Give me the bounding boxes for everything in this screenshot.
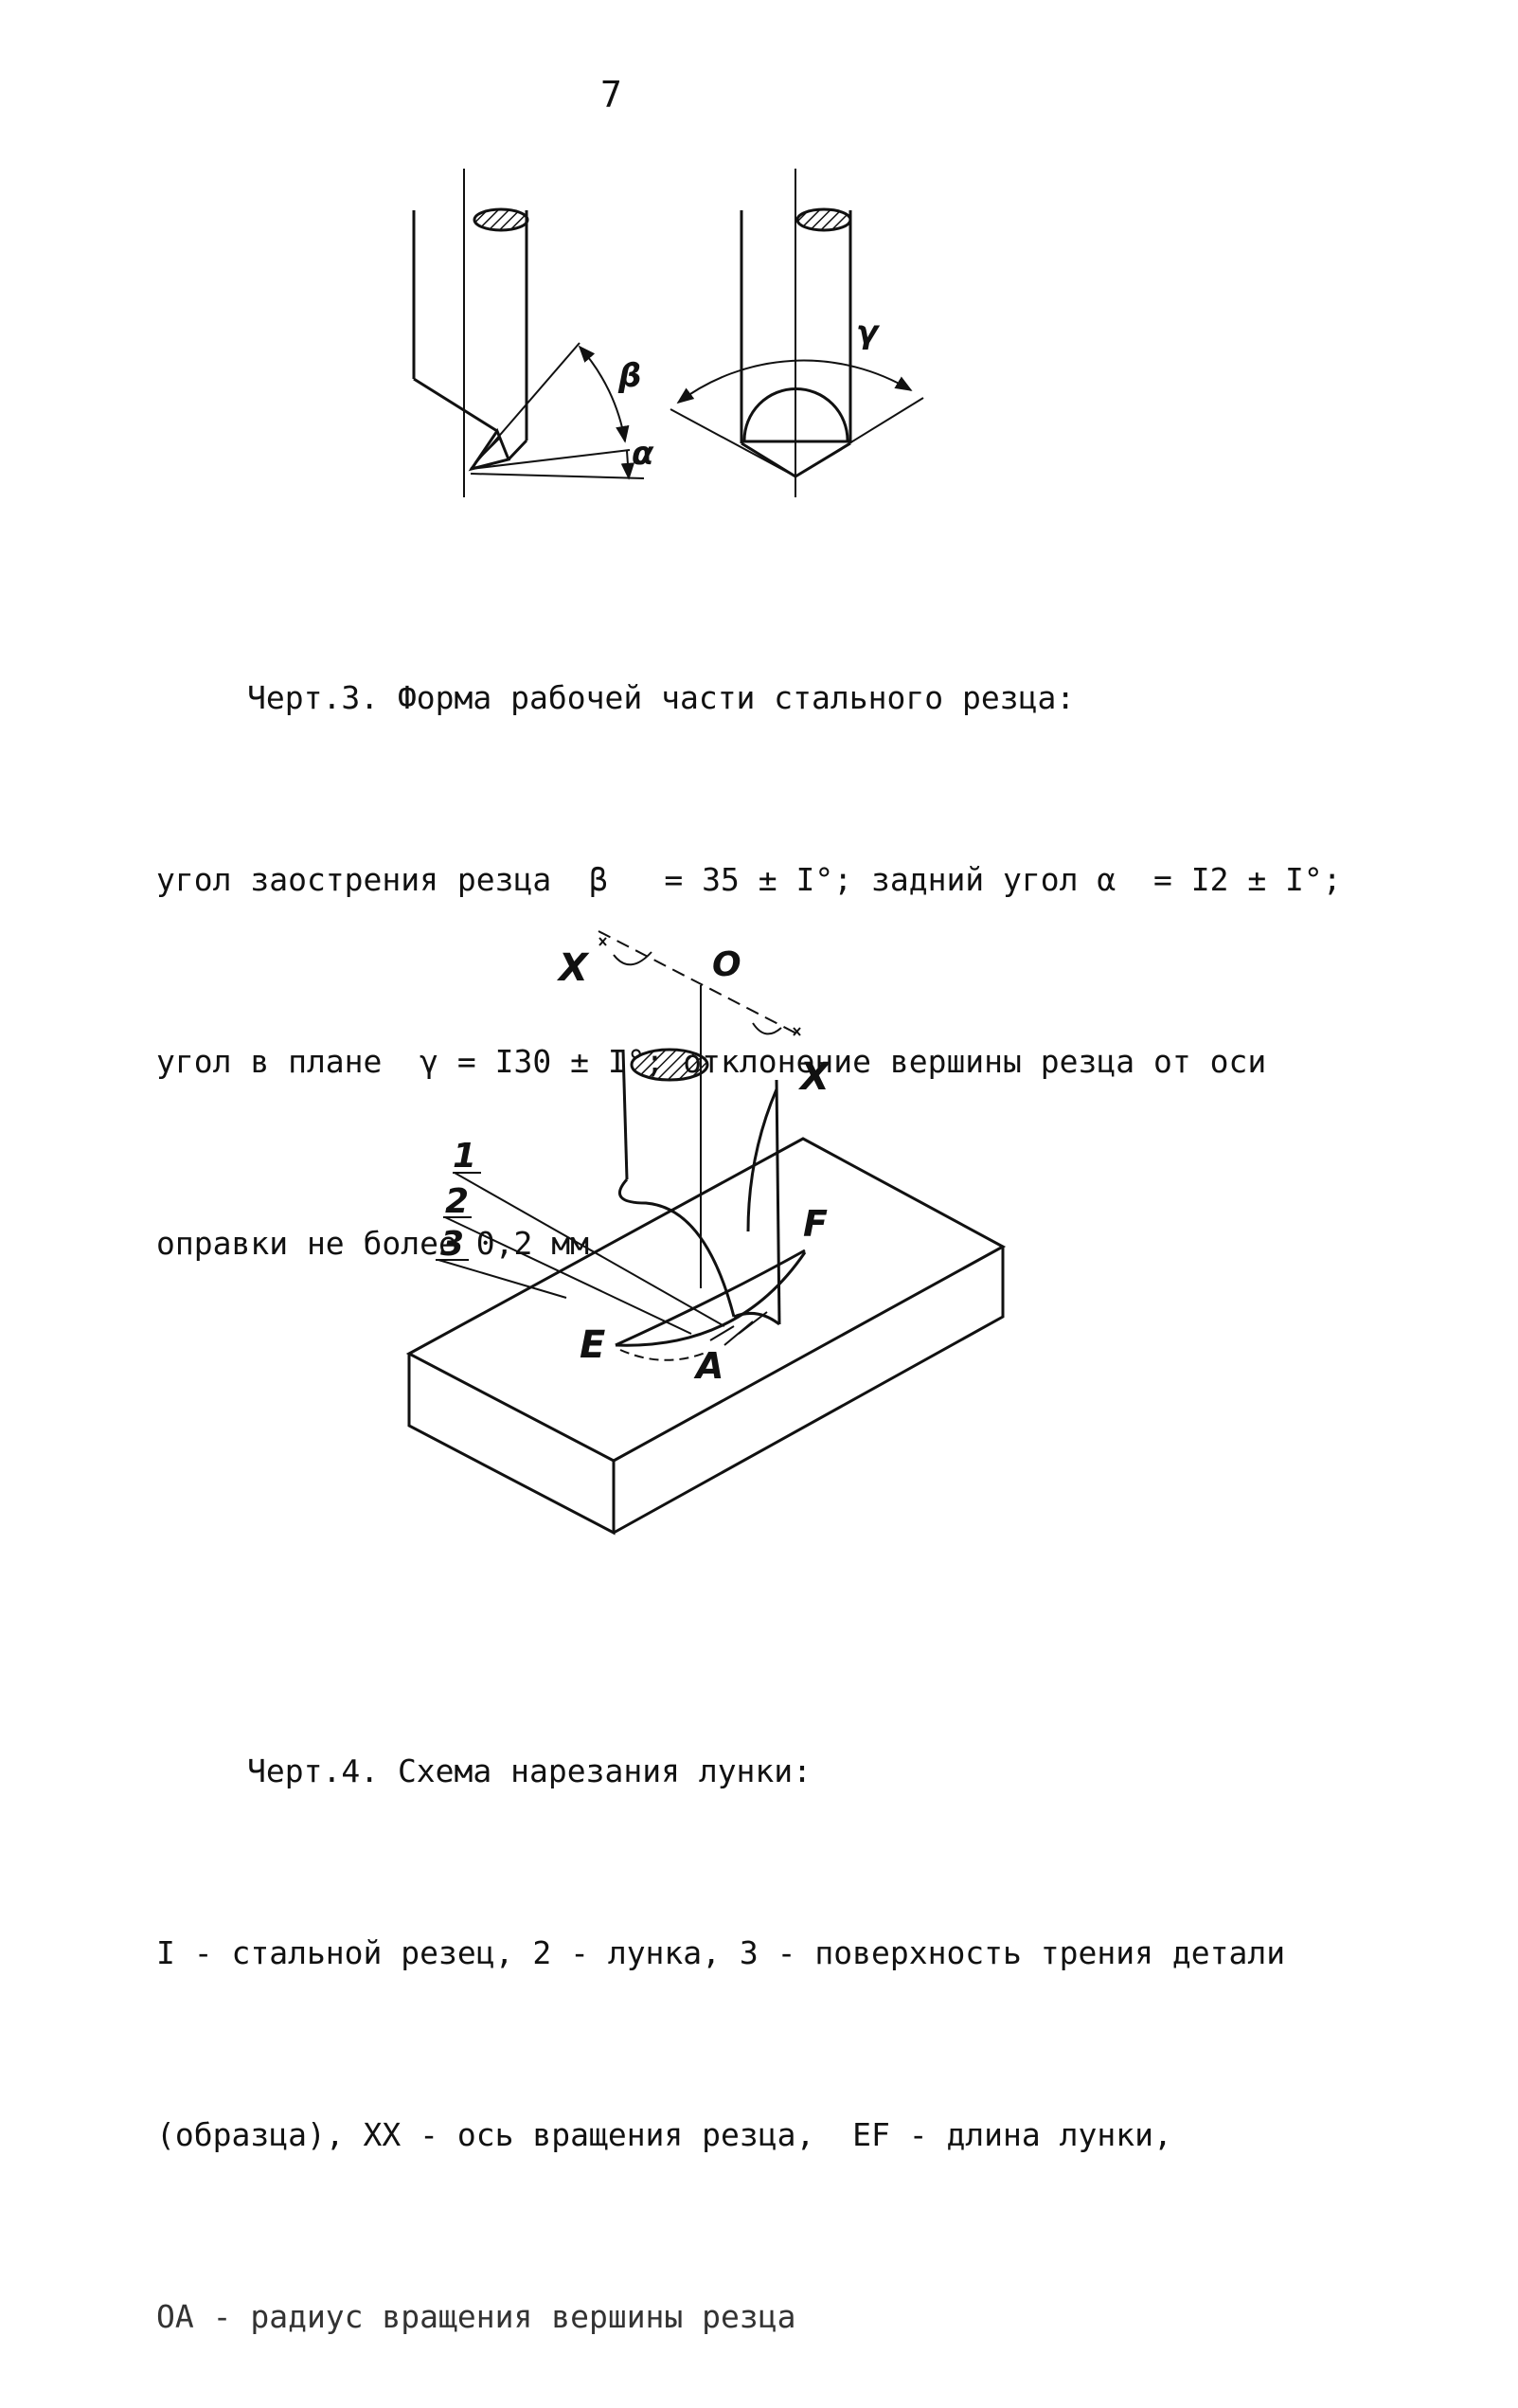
figure-4-caption-line-1: I - стальной резец, 2 - лунка, 3 - повер… xyxy=(156,1934,1286,1971)
cutter-front-view xyxy=(670,169,924,497)
point-label-f: F xyxy=(803,1203,828,1245)
figure-3-caption: Черт.3. Форма рабочей части стального ре… xyxy=(156,547,1342,1335)
alpha-label: α xyxy=(632,435,654,473)
figure-4-caption: Черт.4. Схема нарезания лунки: I - сталь… xyxy=(156,1620,1285,2408)
figure-3-caption-line-2: угол в плане γ = I30 ± I°; отклонение ве… xyxy=(156,1043,1267,1080)
cutter-side-view xyxy=(412,169,645,497)
leader-label-2: 2 xyxy=(445,1182,469,1221)
leader-label-3: 3 xyxy=(440,1225,464,1264)
figures-canvas: β α γ xyxy=(405,169,1007,1536)
figure-3-caption-line-3: оправки не более 0,2 мм xyxy=(156,1225,589,1262)
crater xyxy=(615,1249,807,1361)
figure-3-caption-line-1: угол заострения резца β = 35 ± I°; задни… xyxy=(156,861,1342,898)
page-number: 7 xyxy=(600,74,622,116)
point-label-a: A xyxy=(693,1345,723,1387)
figure-4-caption-line-3: OA - радиус вращения вершины резца xyxy=(156,2298,796,2335)
gamma-label: γ xyxy=(856,314,881,351)
axis-label-x-left: X xyxy=(556,946,590,990)
axis-label-x-right: X xyxy=(797,1055,831,1099)
figure-4-caption-title: Черт.4. Схема нарезания лунки: xyxy=(247,1752,813,1789)
leader-label-1: 1 xyxy=(453,1137,476,1176)
steel-cutter xyxy=(618,1048,781,1326)
figure-4-diagram: X X O 1 2 3 E A F xyxy=(405,930,1007,1536)
beta-label: β xyxy=(617,357,641,395)
figure-4-caption-line-2: (образца), XX - ось вращения резца, EF -… xyxy=(156,2116,1172,2153)
point-label-e: E xyxy=(580,1323,605,1367)
figure-3-caption-title: Черт.3. Форма рабочей части стального ре… xyxy=(247,679,1076,716)
figure-3-diagram: β α γ xyxy=(412,169,924,497)
point-label-o: O xyxy=(712,945,741,984)
